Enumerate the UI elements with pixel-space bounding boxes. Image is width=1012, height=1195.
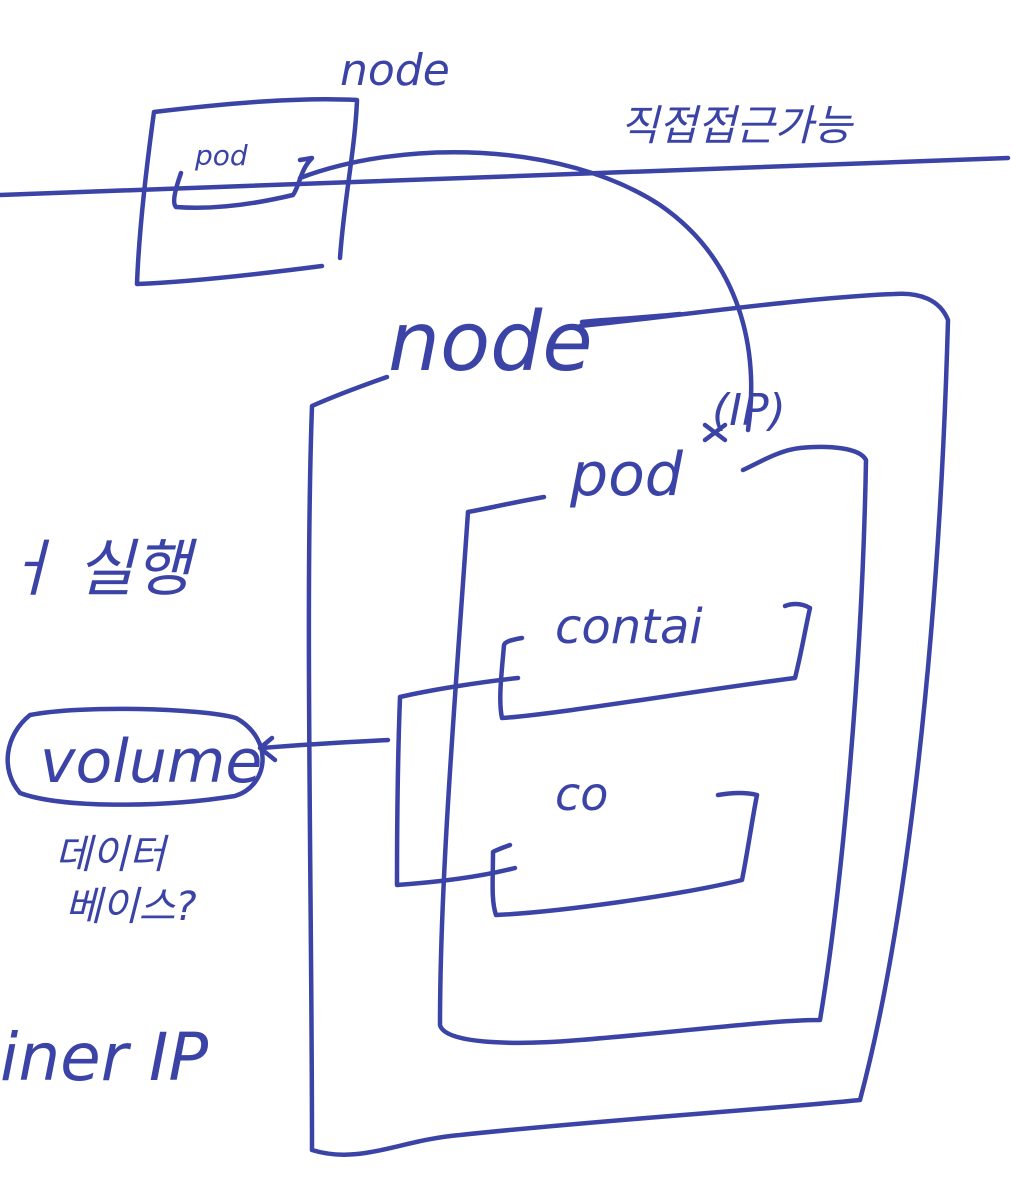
big-node-box [306, 291, 951, 1157]
volume-bracket [394, 675, 521, 888]
volume-ellipse [5, 706, 265, 807]
container-2-label: co [555, 767, 608, 821]
container-1-box [498, 601, 813, 721]
partial-korean-label: ㅓ 실행 [0, 532, 198, 605]
ip-label: (IP) [712, 385, 786, 436]
big-pod-box [437, 444, 869, 1046]
node-underline-stroke [579, 311, 683, 325]
big-node-label: node [388, 295, 593, 390]
pod-label: pod [569, 440, 684, 510]
volume-label: volume [40, 727, 262, 797]
ip-pointer-mark [702, 422, 728, 443]
divider-line [0, 155, 1011, 198]
small-node-box [134, 96, 360, 287]
database-question-line2: 베이스? [65, 884, 197, 930]
database-question-line1: 데이터 [55, 832, 170, 878]
volume-arrow [257, 735, 391, 763]
container-ip-label: iner IP [0, 1019, 208, 1096]
small-pod-label: pod [194, 139, 248, 172]
small-node-label: node [340, 45, 450, 96]
pod-connection-curve [297, 149, 754, 433]
container-1-label: contai [555, 599, 703, 655]
direct-access-label: 직접접근가능 [620, 101, 854, 150]
container-2-box [490, 790, 760, 918]
